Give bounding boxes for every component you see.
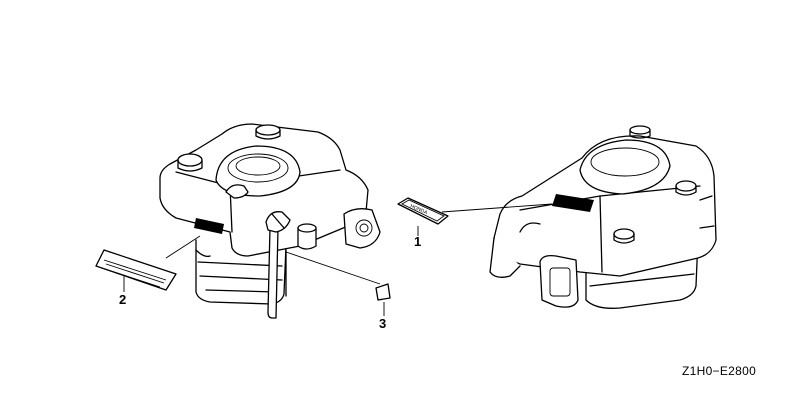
callout-1: 1 [414,234,421,249]
left-engine [159,123,381,319]
callout-3: 3 [379,316,386,331]
part-2-caution-label: 2 [95,235,201,307]
part-3-small-label: 3 [285,251,391,331]
callout-2: 2 [119,292,126,307]
right-engine [489,125,717,309]
diagram-code: Z1H0−E2800 [682,364,756,378]
